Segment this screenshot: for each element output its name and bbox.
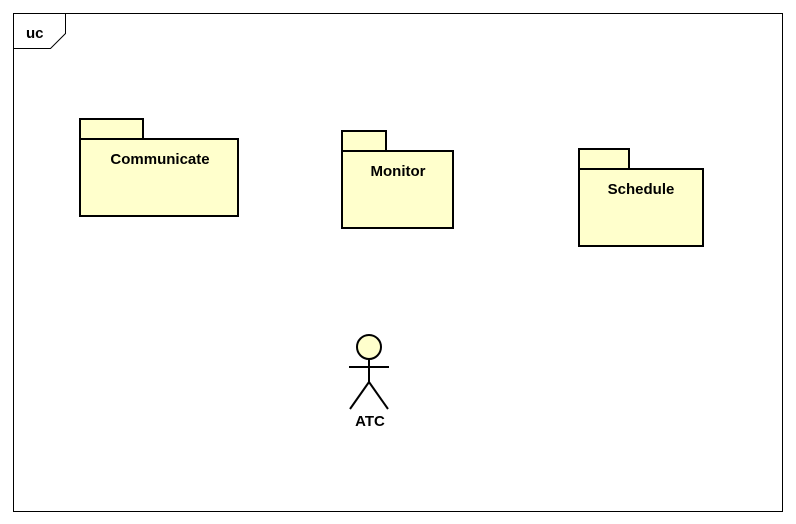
package-label: Communicate — [110, 151, 209, 168]
package-body — [578, 168, 704, 247]
actor-left-leg — [349, 381, 370, 410]
package-schedule[interactable]: Schedule — [578, 148, 704, 247]
frame-border — [13, 13, 783, 512]
diagram-frame: uc — [13, 13, 783, 512]
frame-label-tab — [13, 13, 66, 49]
package-label: Monitor — [371, 163, 426, 180]
actor-right-leg — [368, 381, 389, 410]
package-communicate[interactable]: Communicate — [79, 118, 239, 217]
package-label: Schedule — [608, 181, 675, 198]
actor-head — [356, 334, 382, 360]
package-body — [79, 138, 239, 217]
actor-label: ATC — [355, 413, 385, 430]
frame-label: uc — [26, 25, 44, 42]
package-tab — [341, 130, 387, 152]
package-tab — [578, 148, 630, 170]
package-monitor[interactable]: Monitor — [341, 130, 454, 229]
actor-atc[interactable]: ATC — [349, 334, 389, 430]
package-body — [341, 150, 454, 229]
package-tab — [79, 118, 144, 140]
